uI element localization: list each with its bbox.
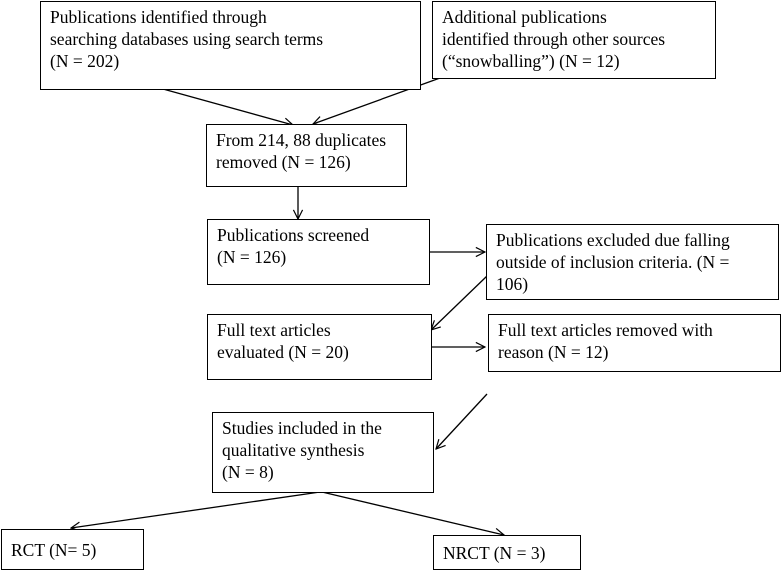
identified-databases-box: Publications identified through searchin…: [40, 1, 421, 90]
screened-box: Publications screened (N = 126): [207, 219, 430, 285]
rct-box: RCT (N= 5): [1, 529, 144, 570]
arrow-databases-to-duplicates: [162, 88, 293, 125]
duplicates-removed-box: From 214, 88 duplicates removed (N = 126…: [206, 124, 407, 187]
included-box: Studies included in the qualitative synt…: [212, 412, 434, 493]
arrow-included-to-rct: [71, 491, 321, 528]
arrow-included-to-nrct: [321, 491, 504, 535]
arrow-excluded-to-full-text: [431, 275, 488, 330]
arrow-removed-to-included: [436, 393, 488, 449]
excluded-box: Publications excluded due falling outsid…: [486, 224, 779, 300]
identified-other-sources-box: Additional publications identified throu…: [432, 1, 716, 79]
full-text-removed-box: Full text articles removed with reason (…: [488, 314, 781, 372]
full-text-evaluated-box: Full text articles evaluated (N = 20): [207, 314, 432, 380]
nrct-box: NRCT (N = 3): [433, 535, 581, 570]
